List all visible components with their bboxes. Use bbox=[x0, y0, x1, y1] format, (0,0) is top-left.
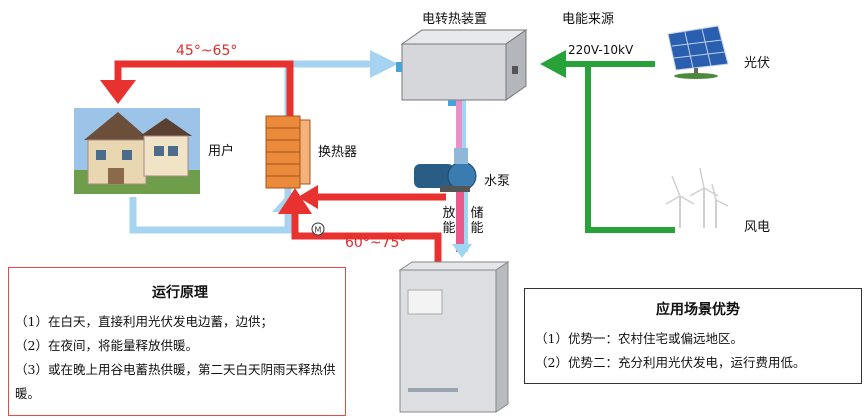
user-label: 用户 bbox=[208, 144, 235, 159]
pump-label: 水泵 bbox=[484, 174, 511, 189]
storage-tank-device bbox=[398, 261, 510, 413]
voltage-label: 220V-10kV bbox=[568, 43, 634, 57]
power-source-label: 电能来源 bbox=[562, 12, 615, 27]
heater-label: 电转热装置 bbox=[422, 12, 488, 27]
heater-outlet-pipe bbox=[456, 100, 462, 152]
release-label: 放能 bbox=[442, 206, 456, 236]
pv-label: 光伏 bbox=[744, 56, 771, 71]
solar-panel-image bbox=[667, 25, 729, 79]
principle-line-3: （3）或在晚上用谷电蓄热供暖，第二天白天阴雨天释热供暖。 bbox=[15, 362, 336, 401]
principle-box: 运行原理 （1）在白天，直接利用光伏发电边蓄，边供； （2）在夜间，将能量释放供… bbox=[8, 267, 346, 416]
scenario-line-2: （2）优势二：充分利用光伏发电，运行费用低。 bbox=[535, 355, 806, 370]
electric-heater-device bbox=[396, 29, 528, 106]
hot-storage-pipe bbox=[291, 205, 442, 262]
green-arrow-to-heater bbox=[540, 50, 566, 78]
meter-label: M bbox=[315, 226, 322, 235]
store-label: 储能 bbox=[470, 206, 484, 236]
water-pump-device bbox=[414, 148, 477, 192]
wind-label: 风电 bbox=[744, 220, 771, 235]
scenario-box: 应用场景优势 （1）优势一：农村住宅或偏远地区。 （2）优势二：充分利用光伏发电… bbox=[524, 288, 862, 384]
hot-arrow-release bbox=[298, 185, 318, 209]
store-arrow-down bbox=[452, 244, 472, 258]
heat-exchanger-label: 换热器 bbox=[318, 145, 358, 160]
hot-arrow-up bbox=[278, 188, 312, 214]
wind-turbine-image bbox=[665, 167, 729, 228]
storage-temp-label: 60°~75° bbox=[345, 235, 407, 251]
principle-title: 运行原理 bbox=[152, 285, 208, 301]
hot-arrow-to-user bbox=[100, 80, 136, 104]
cool-return-pipe bbox=[129, 60, 372, 234]
cool-arrow-to-heater bbox=[370, 50, 398, 78]
hot-supply-pipe bbox=[114, 60, 294, 120]
principle-line-2: （2）在夜间，将能量释放供暖。 bbox=[15, 338, 198, 353]
house-image bbox=[74, 108, 200, 194]
principle-line-1: （1）在白天，直接利用光伏发电边蓄，边供； bbox=[15, 314, 273, 329]
storage-pipe-segment bbox=[456, 188, 464, 252]
supply-temp-label: 45°~65° bbox=[176, 43, 238, 59]
heat-exchanger-device bbox=[265, 115, 311, 189]
scenario-line-1: （1）优势一：农村住宅或偏远地区。 bbox=[535, 331, 743, 346]
green-power-line bbox=[560, 61, 675, 233]
scenario-title: 应用场景优势 bbox=[656, 302, 740, 318]
meter-icon bbox=[311, 222, 325, 236]
